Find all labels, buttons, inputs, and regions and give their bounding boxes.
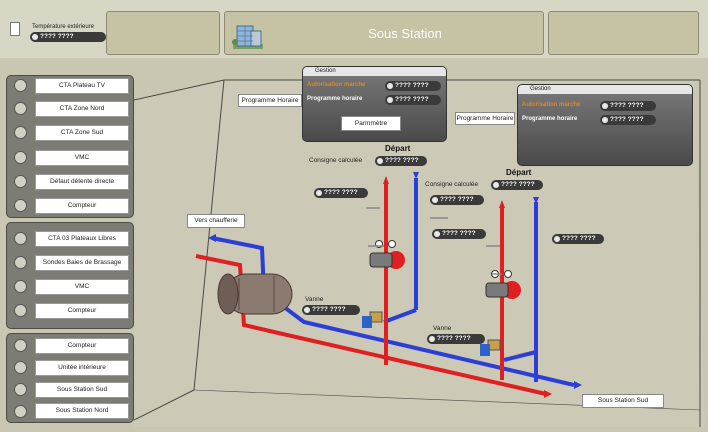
circuit2-temp-value-1: ???? ???? <box>430 195 484 205</box>
circuit2-consigne-label: Consigne calculée <box>425 181 479 188</box>
menu-button-compteur-3[interactable]: Compteur <box>35 338 129 354</box>
pump-2-icon <box>485 270 521 299</box>
menu-button-defaut-detente-directe[interactable]: Défaut détente directe <box>35 174 129 190</box>
radio-vmc-2[interactable] <box>14 280 27 293</box>
gestion1-programme-label: Programme horaire <box>307 96 363 102</box>
circuit2-vanne-value: ???? ???? <box>427 334 485 344</box>
radio-cta-zone-nord[interactable] <box>14 102 27 115</box>
circuit2-temp-value-2: ???? ???? <box>432 229 486 239</box>
header-panel-1 <box>106 11 220 55</box>
gestion1-programme-value: ???? ???? <box>385 95 441 105</box>
radio-vmc-1[interactable] <box>14 151 27 164</box>
circuit2-depart-label: Départ <box>506 168 532 177</box>
parametre-button[interactable]: Parmmètre <box>341 116 401 131</box>
radio-sous-station-nord[interactable] <box>14 405 27 418</box>
heat-exchanger-icon <box>217 273 293 315</box>
gestion2-autorisation-value: ???? ???? <box>600 101 656 111</box>
outdoor-temperature-value: ???? ???? <box>30 32 106 42</box>
circuit2-temp-value-3: ???? ???? <box>552 234 604 244</box>
radio-unitee-interieure[interactable] <box>14 361 27 374</box>
sous-station-sud-button[interactable]: Sous Station Sud <box>582 394 664 408</box>
menu-button-cta-zone-nord[interactable]: CTA Zone Nord <box>35 101 129 117</box>
menu-button-vmc-2[interactable]: VMC <box>35 279 129 295</box>
page-title: Sous Station <box>368 26 442 41</box>
menu-button-sondes-baies[interactable]: Sondes Baies de Brassage <box>35 255 129 271</box>
menu-button-vmc-1[interactable]: VMC <box>35 150 129 166</box>
menu-button-cta-zone-sud[interactable]: CTA Zone Sud <box>35 125 129 141</box>
radio-defaut-detente[interactable] <box>14 175 27 188</box>
outdoor-temperature-widget: Température extérieure ???? ???? <box>8 16 106 48</box>
circuit2-vanne-label: Vanne <box>433 325 452 332</box>
circuit2-consigne-value: ???? ???? <box>491 180 543 190</box>
menu-button-compteur-1[interactable]: Compteur <box>35 198 129 214</box>
hydraulic-scene <box>134 79 705 427</box>
gestion-panel-2: Gestion Autorisation marche ???? ???? Pr… <box>517 84 693 166</box>
gestion2-programme-label: Programme horaire <box>522 116 578 122</box>
header-title-panel: Sous Station <box>224 11 544 55</box>
menu-button-unitee-interieure[interactable]: Unitée intérieure <box>35 360 129 376</box>
gestion-panel-1: Gestion Autorisation marche ???? ???? Pr… <box>302 66 447 142</box>
gestion2-programme-value: ???? ???? <box>600 115 656 125</box>
pump-1-icon <box>369 240 405 269</box>
circuit1-depart-label: Départ <box>385 144 411 153</box>
menu-button-sous-station-sud[interactable]: Sous Station Sud <box>35 382 129 398</box>
menu-group-1 <box>6 75 134 218</box>
header-panel-3 <box>548 11 699 55</box>
circuit1-temp-value: ???? ???? <box>314 188 368 198</box>
radio-compteur-1[interactable] <box>14 199 27 212</box>
gestion-panel-2-title: Gestion <box>518 85 692 94</box>
menu-button-cta-03-plateaux-libres[interactable]: CTA 03 Plateaux Libres <box>35 231 129 247</box>
vers-chaufferie-button[interactable]: Vers chaufferie <box>187 214 245 228</box>
menu-button-sous-station-nord[interactable]: Sous Station Nord <box>35 403 129 419</box>
valve-2-icon <box>480 339 501 356</box>
outdoor-temperature-label: Température extérieure <box>32 24 95 30</box>
programme-horaire-button-1[interactable]: Programme Horaire <box>238 94 302 107</box>
gestion-panel-1-title: Gestion <box>303 67 446 76</box>
outdoor-temperature-checkbox[interactable] <box>10 22 20 36</box>
gestion1-autorisation-label: Autorisation marche <box>307 82 366 88</box>
radio-sous-station-sud[interactable] <box>14 383 27 396</box>
radio-cta-zone-sud[interactable] <box>14 126 27 139</box>
gestion1-autorisation-value: ???? ???? <box>385 81 441 91</box>
menu-button-cta-plateau-tv[interactable]: CTA Plateau TV <box>35 78 129 94</box>
circuit1-vanne-label: Vanne <box>305 296 324 303</box>
radio-cta-03[interactable] <box>14 232 27 245</box>
circuit1-consigne-label: Consigne calculée <box>309 157 363 164</box>
radio-cta-plateau-tv[interactable] <box>14 79 27 92</box>
building-icon <box>231 18 265 50</box>
gestion2-autorisation-label: Autorisation marche <box>522 102 581 108</box>
circuit1-vanne-value: ???? ???? <box>302 305 360 315</box>
programme-horaire-button-2[interactable]: Programme Horaire <box>455 112 515 125</box>
menu-button-compteur-2[interactable]: Compteur <box>35 303 129 319</box>
radio-sondes[interactable] <box>14 256 27 269</box>
circuit1-consigne-value: ???? ???? <box>375 156 427 166</box>
radio-compteur-3[interactable] <box>14 339 27 352</box>
valve-1-icon <box>362 311 383 328</box>
radio-compteur-2[interactable] <box>14 304 27 317</box>
